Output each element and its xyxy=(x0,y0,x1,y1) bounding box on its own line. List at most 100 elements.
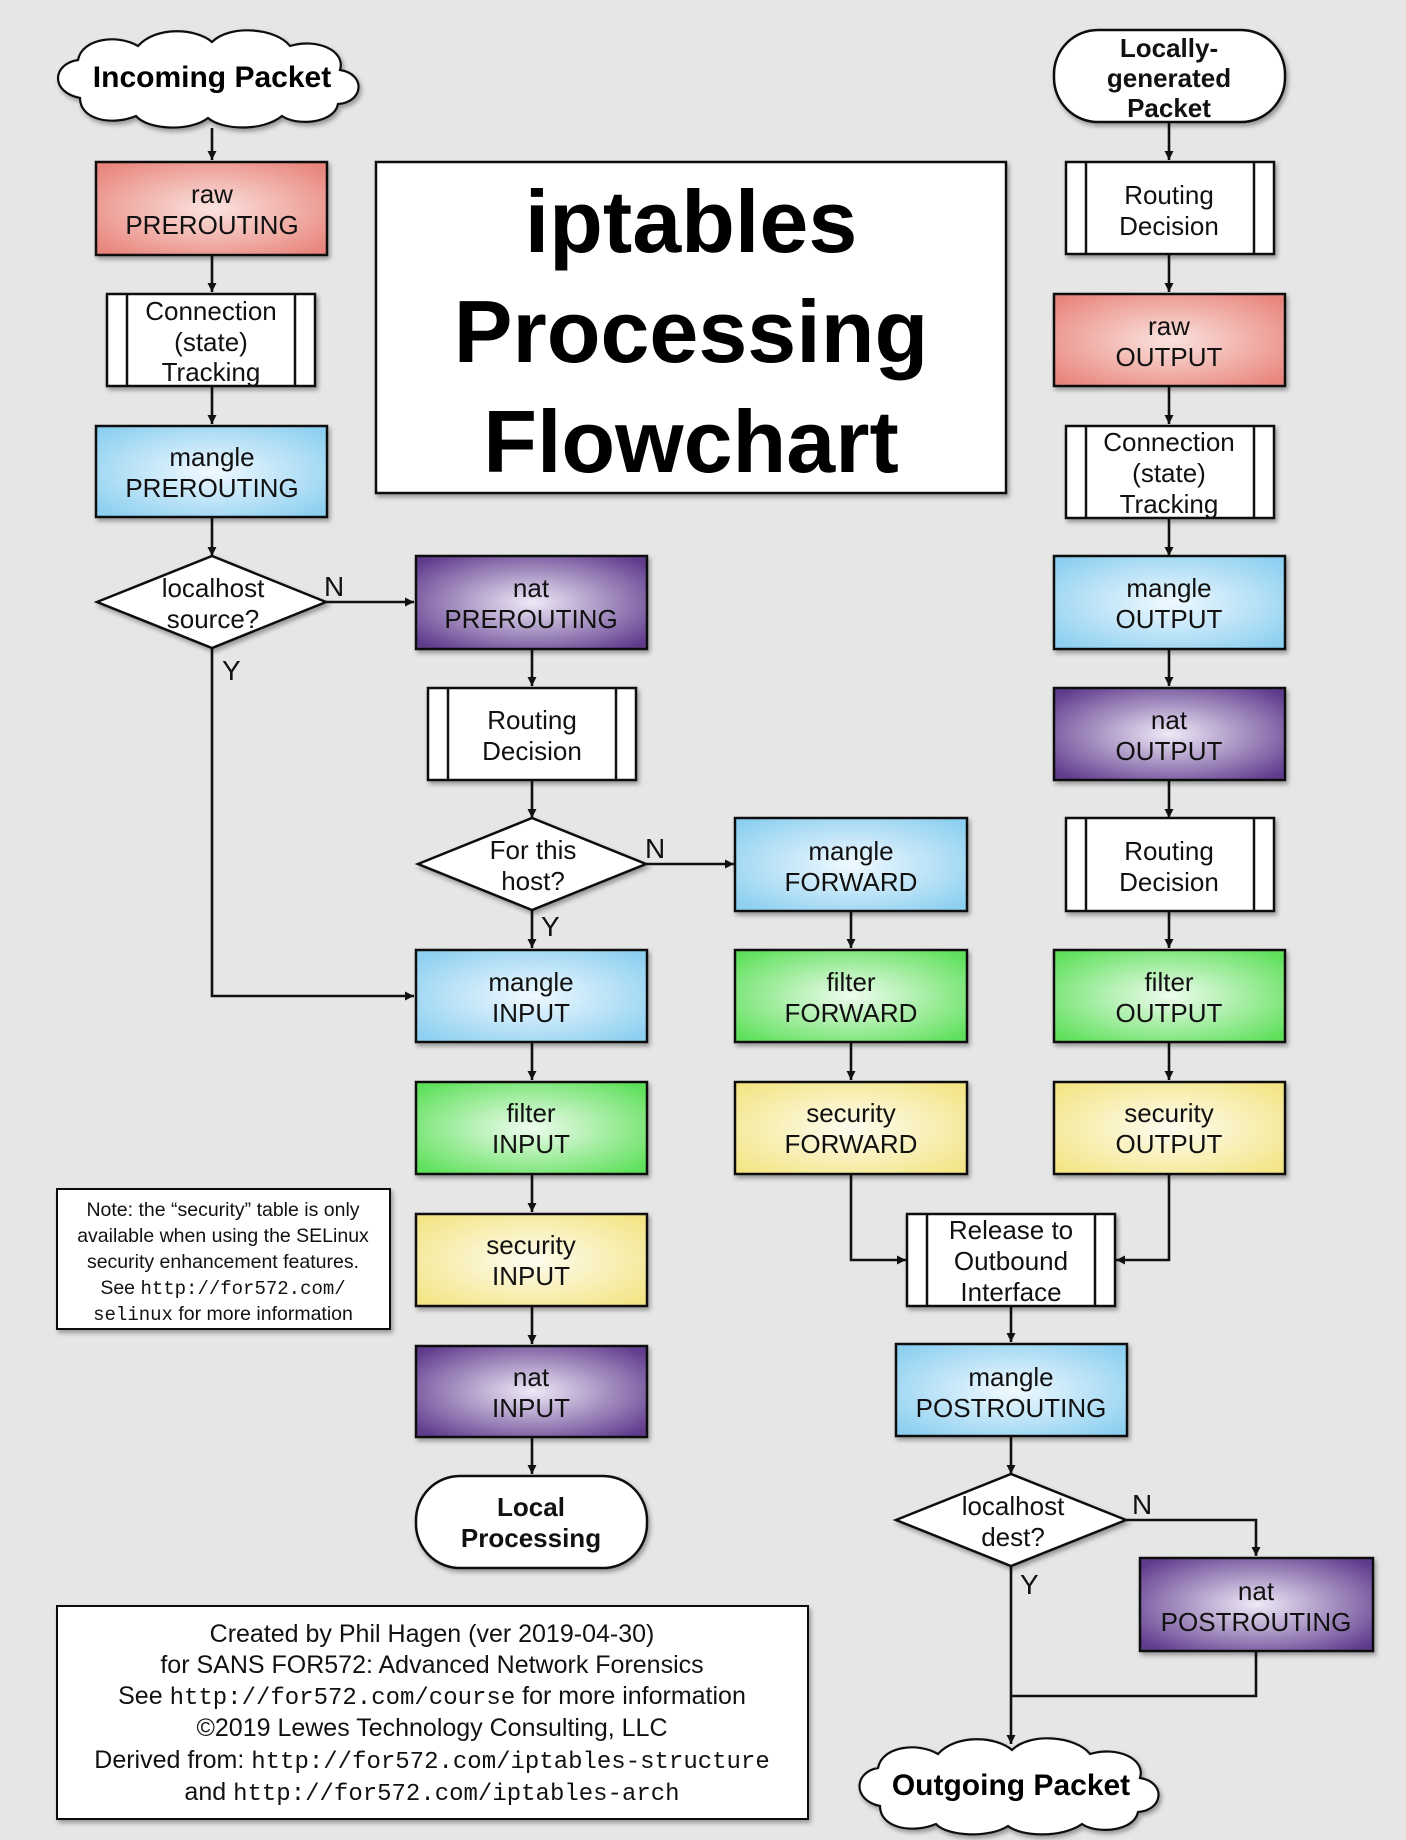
arch-url: http://for572.com/iptables-arch xyxy=(233,1781,679,1808)
svg-text:INPUT: INPUT xyxy=(492,998,570,1028)
mangle-output-box: mangle OUTPUT xyxy=(1052,554,1287,651)
svg-text:nat: nat xyxy=(513,573,550,603)
localhost-source-decision: localhost source? N Y xyxy=(93,554,344,686)
routing-decision-box-output-2: Routing Decision xyxy=(1064,816,1276,913)
svg-text:mangle: mangle xyxy=(169,442,254,472)
svg-text:OUTPUT: OUTPUT xyxy=(1116,1129,1223,1159)
mangle-forward-box: mangle FORWARD xyxy=(733,816,969,913)
svg-text:OUTPUT: OUTPUT xyxy=(1116,342,1223,372)
svg-text:INPUT: INPUT xyxy=(492,1129,570,1159)
svg-text:For this: For this xyxy=(490,835,577,865)
selinux-note: Note: the “security” table is only avail… xyxy=(56,1188,391,1330)
svg-text:(state): (state) xyxy=(174,327,248,357)
svg-text:security enhancement features.: security enhancement features. xyxy=(87,1251,359,1273)
svg-text:security: security xyxy=(806,1098,896,1128)
localhost-dest-decision: localhost dest? N Y xyxy=(892,1472,1152,1600)
for-this-host-decision: For this host? N Y xyxy=(414,816,665,942)
svg-text:Local: Local xyxy=(497,1492,565,1522)
nat-output-box: nat OUTPUT xyxy=(1052,686,1287,782)
svg-text:Connection: Connection xyxy=(1103,427,1235,457)
svg-text:localhost: localhost xyxy=(962,1491,1065,1521)
svg-text:INPUT: INPUT xyxy=(492,1393,570,1423)
svg-text:Processing: Processing xyxy=(461,1523,601,1553)
security-output-box: security OUTPUT xyxy=(1052,1080,1287,1176)
svg-text:Decision: Decision xyxy=(482,736,582,766)
svg-text:nat: nat xyxy=(1151,705,1188,735)
svg-text:FORWARD: FORWARD xyxy=(785,1129,918,1159)
title-line-3: Flowchart xyxy=(483,392,899,491)
svg-text:security: security xyxy=(1124,1098,1214,1128)
filter-output-box: filter OUTPUT xyxy=(1052,948,1287,1044)
course-url: http://for572.com/course xyxy=(170,1685,516,1712)
svg-text:filter: filter xyxy=(826,967,875,997)
mangle-postrouting-box: mangle POSTROUTING xyxy=(894,1342,1129,1438)
svg-text:OUTPUT: OUTPUT xyxy=(1116,604,1223,634)
svg-text:INPUT: INPUT xyxy=(492,1261,570,1291)
svg-text:Interface: Interface xyxy=(960,1277,1061,1307)
svg-text:Tracking: Tracking xyxy=(1120,489,1219,519)
svg-text:Release to: Release to xyxy=(949,1215,1073,1245)
locally-generated-packet-terminal: Locally- generated Packet xyxy=(1052,28,1287,124)
title-box: iptables Processing Flowchart xyxy=(374,160,1008,495)
title-line-1: iptables xyxy=(525,172,858,271)
svg-text:PREROUTING: PREROUTING xyxy=(125,210,298,240)
for-this-host-yes-label: Y xyxy=(541,911,560,942)
svg-text:dest?: dest? xyxy=(981,1522,1045,1552)
nat-prerouting-box: nat PREROUTING xyxy=(414,554,649,651)
svg-text:Decision: Decision xyxy=(1119,211,1219,241)
svg-text:raw: raw xyxy=(1148,311,1190,341)
svg-text:PREROUTING: PREROUTING xyxy=(444,604,617,634)
svg-text:Routing: Routing xyxy=(1124,836,1214,866)
svg-text:filter: filter xyxy=(1144,967,1193,997)
svg-text:POSTROUTING: POSTROUTING xyxy=(1161,1607,1352,1637)
nat-postrouting-box: nat POSTROUTING xyxy=(1138,1556,1375,1653)
filter-input-box: filter INPUT xyxy=(414,1080,649,1176)
local-processing-terminal: Local Processing xyxy=(414,1474,649,1570)
outgoing-packet-cloud: Outgoing Packet xyxy=(858,1737,1160,1836)
svg-text:selinux for more information: selinux for more information xyxy=(93,1303,353,1326)
outgoing-packet-label: Outgoing Packet xyxy=(892,1769,1130,1802)
svg-text:Connection: Connection xyxy=(145,296,277,326)
flow-connectors xyxy=(207,122,1261,1744)
svg-text:FORWARD: FORWARD xyxy=(785,998,918,1028)
svg-text:Packet: Packet xyxy=(1127,93,1211,123)
svg-text:Created by Phil Hagen (ver 201: Created by Phil Hagen (ver 2019-04-30) xyxy=(210,1620,655,1648)
svg-text:for SANS FOR572: Advanced Netw: for SANS FOR572: Advanced Network Forens… xyxy=(160,1651,703,1679)
svg-text:Routing: Routing xyxy=(487,705,577,735)
svg-text:OUTPUT: OUTPUT xyxy=(1116,736,1223,766)
svg-text:source?: source? xyxy=(167,604,260,634)
svg-text:Note: the “security” table is: Note: the “security” table is only xyxy=(86,1199,359,1221)
incoming-packet-label: Incoming Packet xyxy=(93,61,331,94)
svg-text:See http://for572.com/course f: See http://for572.com/course for more in… xyxy=(118,1682,746,1712)
structure-url: http://for572.com/iptables-structure xyxy=(251,1749,769,1776)
svg-text:Outbound: Outbound xyxy=(954,1246,1068,1276)
svg-text:Routing: Routing xyxy=(1124,180,1214,210)
title-line-2: Processing xyxy=(454,282,928,381)
svg-text:See http://for572.com/: See http://for572.com/ xyxy=(100,1277,345,1300)
svg-text:mangle: mangle xyxy=(808,836,893,866)
mangle-input-box: mangle INPUT xyxy=(414,948,649,1044)
nat-input-box: nat INPUT xyxy=(414,1344,649,1439)
security-forward-box: security FORWARD xyxy=(733,1080,969,1176)
credits-box: Created by Phil Hagen (ver 2019-04-30) f… xyxy=(56,1605,809,1820)
svg-text:mangle: mangle xyxy=(1126,573,1211,603)
svg-text:Decision: Decision xyxy=(1119,867,1219,897)
svg-text:security: security xyxy=(486,1230,576,1260)
svg-text:(state): (state) xyxy=(1132,458,1206,488)
localhost-dest-yes-label: Y xyxy=(1020,1569,1039,1600)
svg-text:Derived from: http://for572.co: Derived from: http://for572.com/iptables… xyxy=(94,1746,769,1776)
svg-text:FORWARD: FORWARD xyxy=(785,867,918,897)
raw-output-box: raw OUTPUT xyxy=(1052,292,1287,388)
svg-text:and http://for572.com/iptables: and http://for572.com/iptables-arch xyxy=(184,1778,679,1808)
svg-text:Tracking: Tracking xyxy=(162,357,261,387)
svg-text:mangle: mangle xyxy=(488,967,573,997)
svg-text:localhost: localhost xyxy=(162,573,265,603)
filter-forward-box: filter FORWARD xyxy=(733,948,969,1044)
conntrack-box-output: Connection (state) Tracking xyxy=(1064,424,1276,520)
svg-text:raw: raw xyxy=(191,179,233,209)
note-url: http://for572.com/ xyxy=(140,1278,345,1300)
localhost-dest-no-label: N xyxy=(1132,1489,1152,1520)
svg-text:POSTROUTING: POSTROUTING xyxy=(916,1393,1107,1423)
svg-text:filter: filter xyxy=(506,1098,555,1128)
